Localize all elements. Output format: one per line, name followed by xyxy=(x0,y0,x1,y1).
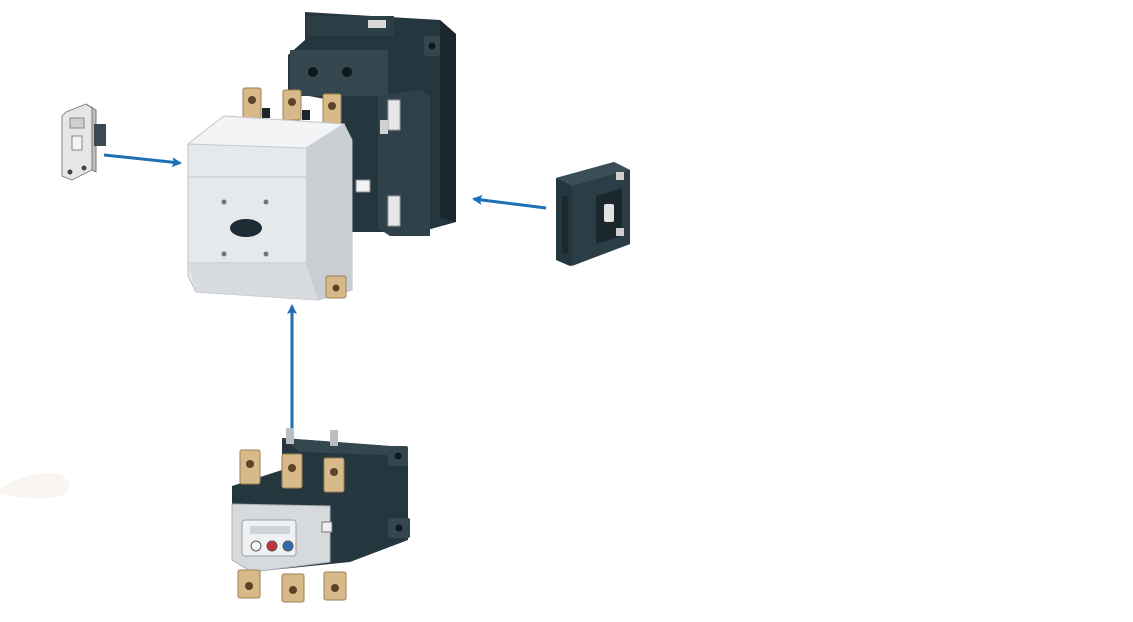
background-smudge xyxy=(0,472,70,499)
auxiliary-contact-block xyxy=(61,103,106,181)
assembly-arrows xyxy=(103,153,547,428)
contactor xyxy=(186,12,456,301)
arrow-interlock-to-contactor xyxy=(472,195,547,210)
arrow-aux-to-contactor xyxy=(103,153,182,168)
contactor-top-terminals xyxy=(242,87,342,125)
mechanical-interlock-module xyxy=(556,162,630,266)
thermal-overload-relay xyxy=(231,428,410,603)
